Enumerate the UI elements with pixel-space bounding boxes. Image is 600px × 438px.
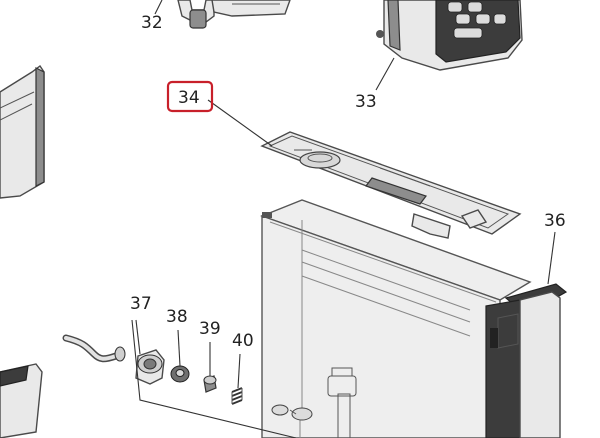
left-side-bracket (0, 64, 45, 199)
panel-button-icon (455, 13, 471, 25)
part-36-side-cover (485, 283, 568, 438)
bottom-left-part (0, 363, 43, 438)
part-32-fitting (177, 0, 291, 29)
callout-40: 40 (232, 331, 254, 351)
callout-36: 36 (544, 211, 566, 231)
panel-button-icon (447, 1, 463, 13)
callout-38: 38 (166, 307, 188, 327)
callout-34-highlight-box (166, 80, 214, 113)
callout-39: 39 (199, 319, 221, 339)
leader-32 (154, 0, 163, 15)
leader-40 (237, 353, 241, 389)
part-38-nut (170, 365, 190, 383)
leader-37 (135, 319, 141, 355)
part-37-valve (135, 349, 165, 385)
callout-37: 37 (130, 294, 152, 314)
water-tank (260, 199, 532, 438)
part-33-control-panel (376, 0, 523, 71)
panel-button-icon (475, 13, 491, 25)
part-39-pin (203, 375, 217, 393)
panel-display-icon (453, 27, 483, 39)
leader-34 (207, 99, 273, 147)
callout-32: 32 (141, 13, 163, 33)
leader-33 (375, 57, 395, 91)
assembly-line (131, 319, 297, 438)
part-34-tank-lid (260, 131, 522, 239)
panel-button-icon (467, 1, 483, 13)
callout-34: 34 (178, 88, 200, 108)
panel-button-icon (493, 13, 507, 25)
callout-33: 33 (355, 92, 377, 112)
leader-36 (547, 231, 556, 285)
leader-38 (177, 329, 181, 367)
hose-part (62, 334, 126, 363)
part-40-spring (231, 387, 243, 405)
